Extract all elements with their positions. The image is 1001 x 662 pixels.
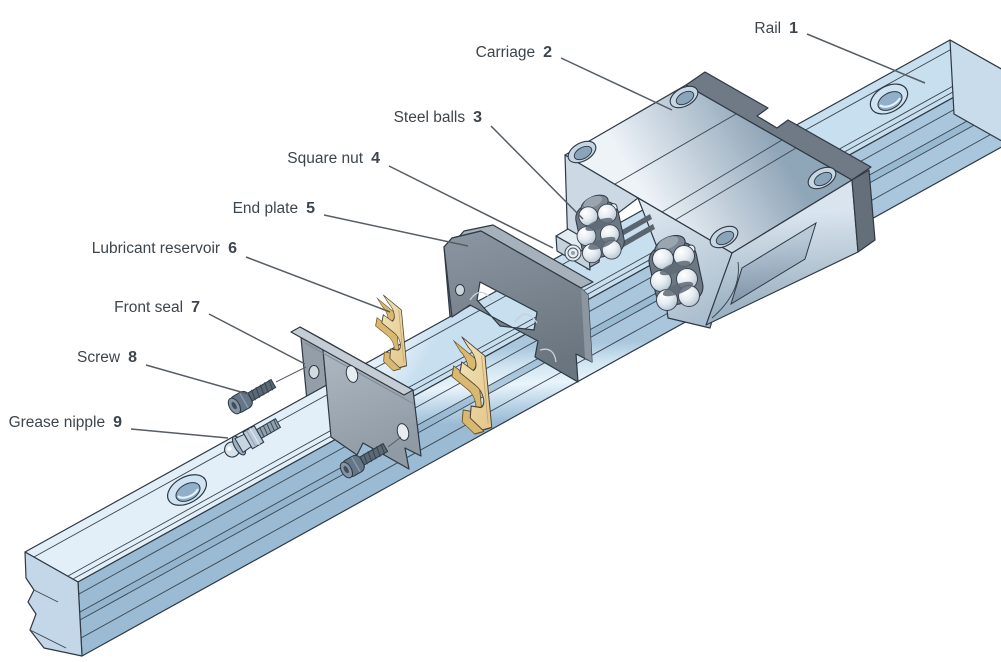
carriage-mounting-hole <box>807 166 837 190</box>
carriage <box>564 71 876 329</box>
leader-line-5 <box>323 214 469 247</box>
rail <box>24 39 1001 657</box>
leader-line-8 <box>145 364 249 395</box>
leader-line-3 <box>490 125 584 220</box>
end-plate-near-edge <box>581 288 592 362</box>
end-plate-front-face <box>443 230 593 383</box>
leader-line-6 <box>245 256 391 313</box>
rail-right-end-face <box>949 39 1001 142</box>
rail-mounting-hole <box>166 474 208 506</box>
carriage-end-seal-band <box>851 169 876 253</box>
leader-line-4 <box>388 165 554 249</box>
screws <box>224 366 402 481</box>
leader-line-2 <box>560 57 673 111</box>
rail-mounting-hole <box>869 83 909 115</box>
leader-line-7 <box>208 313 306 365</box>
rail-left-end-face <box>24 551 83 657</box>
carriage-side-recess <box>730 221 817 306</box>
screw-front-seal <box>224 375 279 417</box>
carriage-mounting-hole <box>709 225 739 249</box>
front-seal <box>290 326 422 470</box>
leader-line-1 <box>806 33 926 84</box>
carriage-mounting-hole <box>669 85 699 109</box>
grease-nipple <box>224 417 282 458</box>
carriage-mounting-hole <box>567 140 597 164</box>
leader-line-9 <box>130 428 229 439</box>
end-plate <box>443 224 594 383</box>
front-seal-edge-strip <box>290 326 414 396</box>
